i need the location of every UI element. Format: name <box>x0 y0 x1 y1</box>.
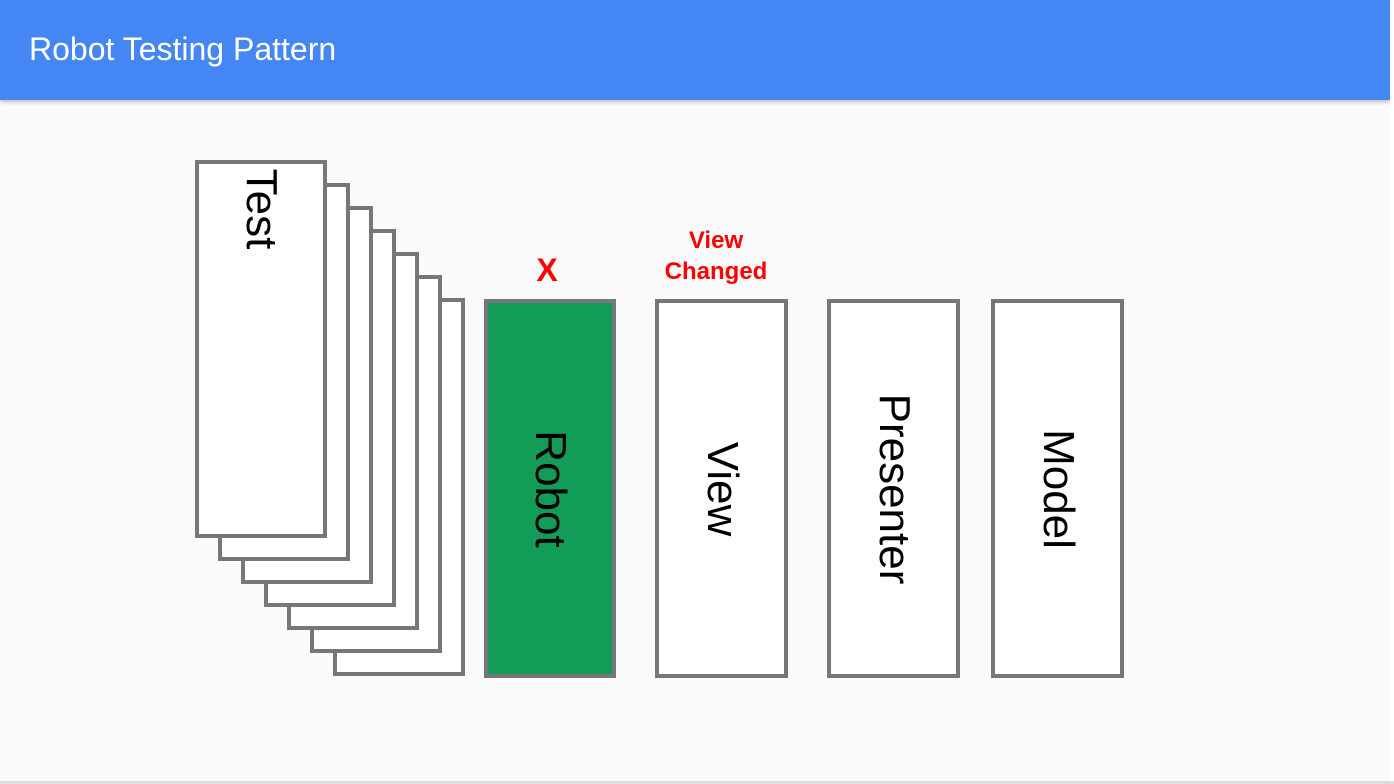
test-card-front: Test <box>195 160 327 538</box>
app-header: Robot Testing Pattern <box>0 0 1390 100</box>
presenter-box: Presenter <box>827 299 960 678</box>
robot-label: Robot <box>526 429 575 548</box>
model-box: Model <box>991 299 1124 678</box>
robot-box: Robot <box>484 299 616 678</box>
presenter-label: Presenter <box>869 393 919 584</box>
view-label: View <box>697 441 747 536</box>
view-annotation-line-2: Changed <box>664 258 768 285</box>
right-edge <box>1390 0 1394 784</box>
test-label: Test <box>237 168 286 250</box>
model-label: Model <box>1033 428 1083 549</box>
bottom-edge <box>0 781 1394 784</box>
page-title: Robot Testing Pattern <box>29 31 337 67</box>
view-box: View <box>655 299 788 678</box>
view-changed-annotation: View Changed <box>641 225 791 287</box>
view-annotation-line-1: View <box>688 227 744 254</box>
robot-x-annotation: X <box>536 252 558 288</box>
